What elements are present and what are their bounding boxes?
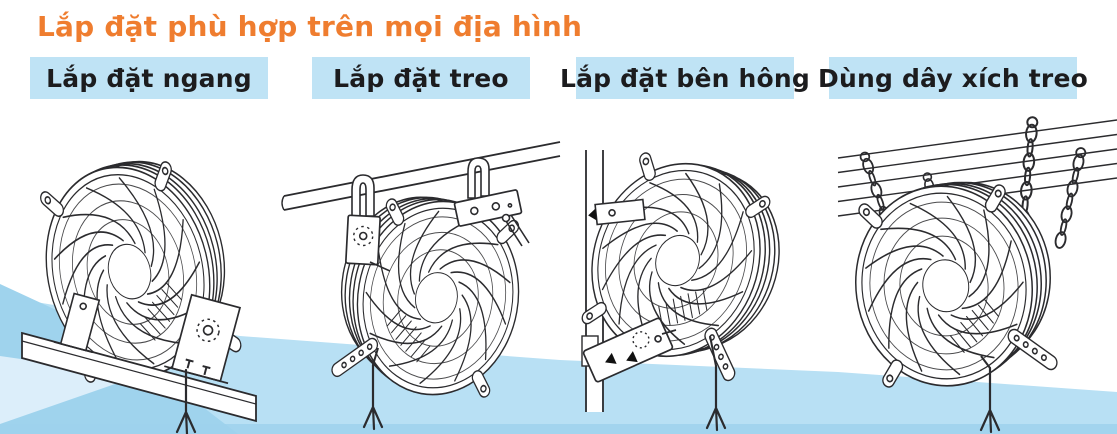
label-hanging-mount: Lắp đặt treo — [312, 57, 530, 99]
beam-bracket-small — [53, 292, 101, 354]
power-cord-2 — [372, 347, 379, 366]
power-cord-3 — [709, 335, 717, 367]
fan-hung-with-chains — [843, 171, 1065, 398]
mounting-beam — [21, 331, 257, 423]
beam-bracket-large — [164, 293, 242, 385]
label-chain-mount: Dùng dây xích treo — [818, 57, 1088, 99]
pipe-hanger-left — [345, 174, 391, 272]
label-horizontal-mount: Lắp đặt ngang — [30, 57, 268, 99]
power-cord-4 — [980, 355, 991, 369]
page-title: Lắp đặt phù hợp trên mọi địa hình — [37, 10, 583, 43]
pipe-hanger-right — [453, 157, 530, 247]
pole-bracket-lower — [581, 317, 677, 383]
pole-bracket-upper — [588, 198, 646, 226]
label-side-mount: Lắp đặt bên hông — [560, 57, 810, 99]
